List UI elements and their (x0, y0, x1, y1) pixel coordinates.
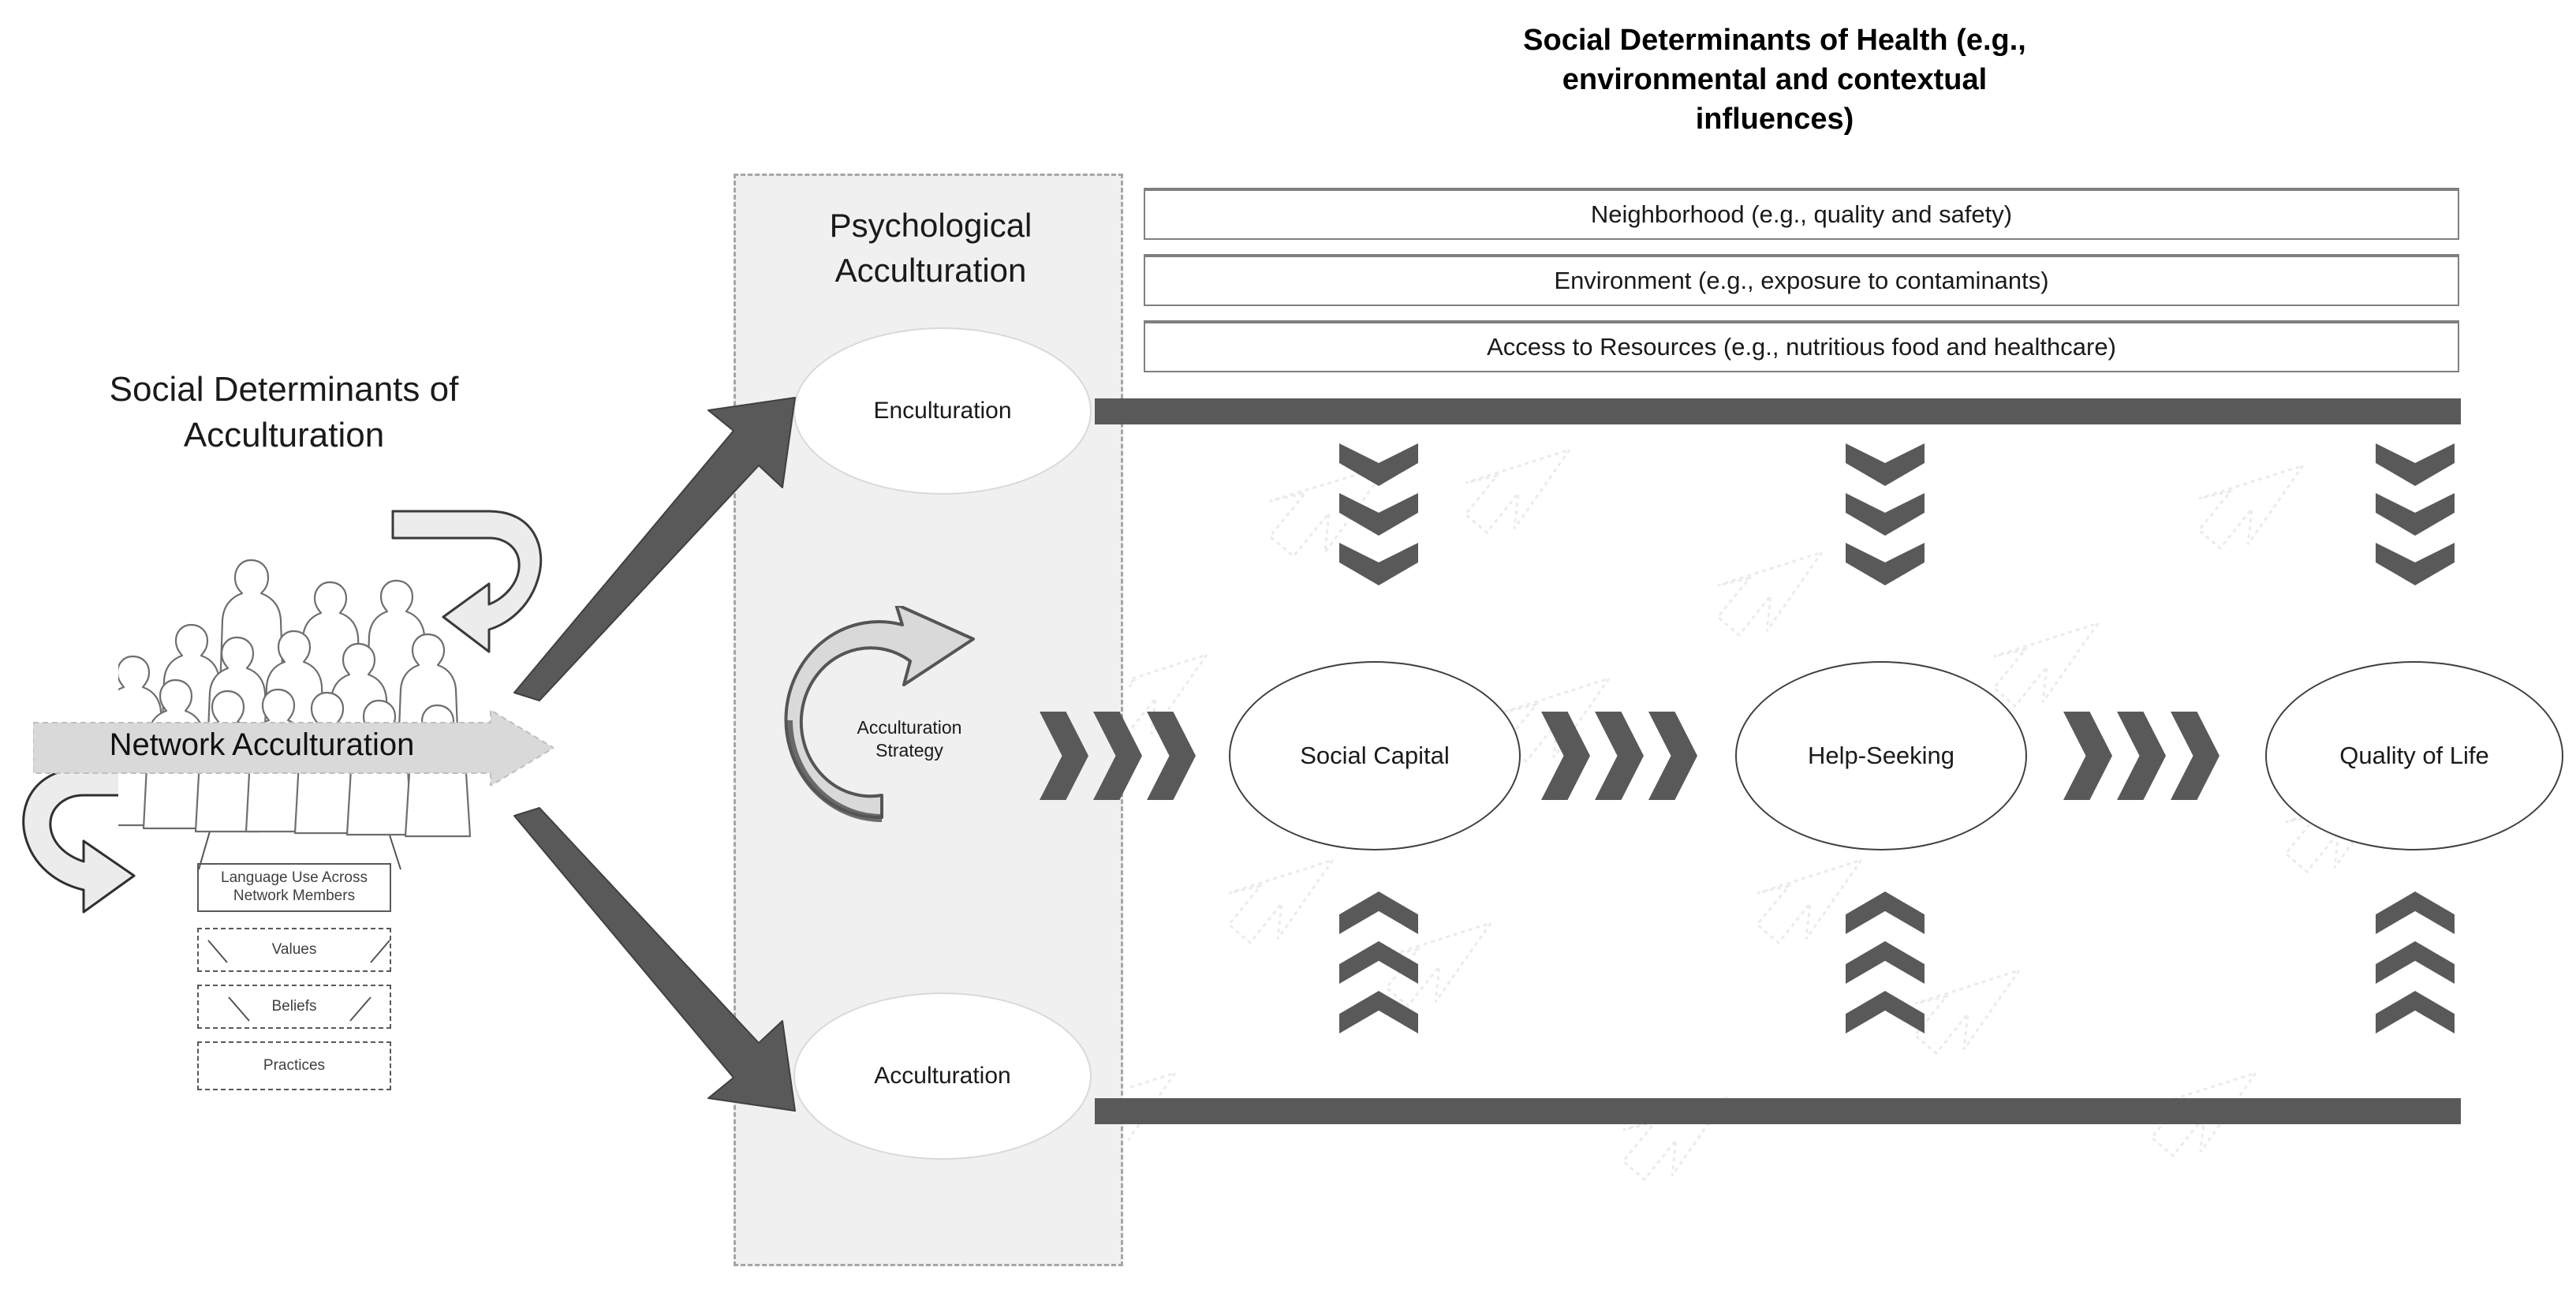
ellipse-enculturation-label: Enculturation (873, 398, 1012, 424)
stack-box-language-use: Language Use Across Network Members (197, 863, 391, 912)
chevron-down-icon (2376, 493, 2455, 536)
chevron-down-icon (2376, 543, 2455, 585)
curved-loop-arrow-top-icon (391, 510, 543, 653)
ellipse-social-capital-label: Social Capital (1300, 742, 1450, 769)
chevron-up-icon (2376, 991, 2455, 1033)
curved-loop-arrow-bottom-icon (22, 767, 174, 914)
network-acculturation-banner-arrow (33, 710, 554, 786)
stack-box-values: Values (197, 928, 391, 972)
chevron-right-group-strategy-to-social-capital (1040, 712, 1196, 800)
sdoh-box-neighborhood[interactable]: Neighborhood (e.g., quality and safety) (1144, 188, 2459, 240)
chevron-right-icon (2171, 712, 2219, 800)
bottom-horizontal-bar (1095, 1098, 2461, 1124)
circular-arrow-icon (784, 606, 975, 822)
chevron-down-stack-help-seeking (1846, 443, 1925, 592)
chevron-right-icon (1093, 712, 1142, 800)
ellipse-enculturation[interactable]: Enculturation (793, 327, 1092, 495)
chevron-down-icon (2376, 443, 2455, 486)
chevron-right-group-social-capital-to-help-seeking (1541, 712, 1697, 800)
social-determinants-of-acculturation-title: Social Determinants of Acculturation (109, 370, 459, 455)
ellipse-help-seeking[interactable]: Help-Seeking (1735, 661, 2027, 850)
chevron-down-icon (1846, 543, 1925, 585)
sdoh-box-access-to-resources[interactable]: Access to Resources (e.g., nutritious fo… (1144, 320, 2459, 372)
top-horizontal-bar (1095, 398, 2461, 424)
ellipse-acculturation-label: Acculturation (874, 1063, 1011, 1089)
chevron-up-stack-help-seeking (1846, 891, 1925, 1041)
acculturation-strategy-label: Acculturation Strategy (819, 716, 1000, 763)
psychological-acculturation-label: Psychological Acculturation (829, 207, 1032, 289)
chevron-up-icon (1846, 891, 1925, 934)
ellipse-quality-of-life[interactable]: Quality of Life (2265, 661, 2563, 850)
chevron-right-icon (2063, 712, 2112, 800)
stack-box-practices: Practices (197, 1041, 391, 1090)
diagonal-arrow-to-acculturation-icon (513, 807, 796, 1112)
chevron-up-stack-social-capital (1339, 891, 1418, 1041)
chevron-up-icon (2376, 891, 2455, 934)
ellipse-help-seeking-label: Help-Seeking (1807, 742, 1955, 769)
chevron-right-icon (1040, 712, 1088, 800)
diagonal-arrow-to-enculturation-icon (513, 397, 796, 701)
chevron-down-stack-social-capital (1339, 443, 1418, 592)
crowd-of-people-icon (118, 559, 472, 838)
sdoh-title: Social Determinants of Health (e.g., env… (1523, 24, 2026, 136)
chevron-right-icon (2117, 712, 2166, 800)
chevron-down-stack-quality-of-life (2376, 443, 2455, 592)
chevron-up-stack-quality-of-life (2376, 891, 2455, 1041)
chevron-down-icon (1846, 443, 1925, 486)
chevron-down-icon (1846, 493, 1925, 536)
stack-box-beliefs: Beliefs (197, 985, 391, 1029)
chevron-up-icon (1846, 941, 1925, 984)
chevron-up-icon (2376, 941, 2455, 984)
chevron-down-icon (1339, 443, 1418, 486)
ellipse-social-capital[interactable]: Social Capital (1229, 661, 1521, 850)
chevron-up-icon (1339, 941, 1418, 984)
ellipse-acculturation[interactable]: Acculturation (793, 992, 1092, 1160)
chevron-right-icon (1595, 712, 1644, 800)
chevron-up-icon (1339, 991, 1418, 1033)
chevron-right-icon (1648, 712, 1697, 800)
chevron-down-icon (1339, 543, 1418, 585)
chevron-right-icon (1147, 712, 1196, 800)
chevron-up-icon (1339, 891, 1418, 934)
network-acculturation-label: Network Acculturation (109, 727, 415, 762)
sdoh-box-environment[interactable]: Environment (e.g., exposure to contamina… (1144, 254, 2459, 306)
chevron-right-group-help-seeking-to-quality-of-life (2063, 712, 2219, 800)
crowd-to-stack-connectors (198, 820, 401, 1022)
ellipse-quality-of-life-label: Quality of Life (2339, 742, 2489, 769)
chevron-right-icon (1541, 712, 1590, 800)
acculturation-strategy-line1: Acculturation (857, 717, 962, 738)
chevron-down-icon (1339, 493, 1418, 536)
acculturation-strategy-line2: Strategy (875, 740, 943, 761)
chevron-up-icon (1846, 991, 1925, 1033)
